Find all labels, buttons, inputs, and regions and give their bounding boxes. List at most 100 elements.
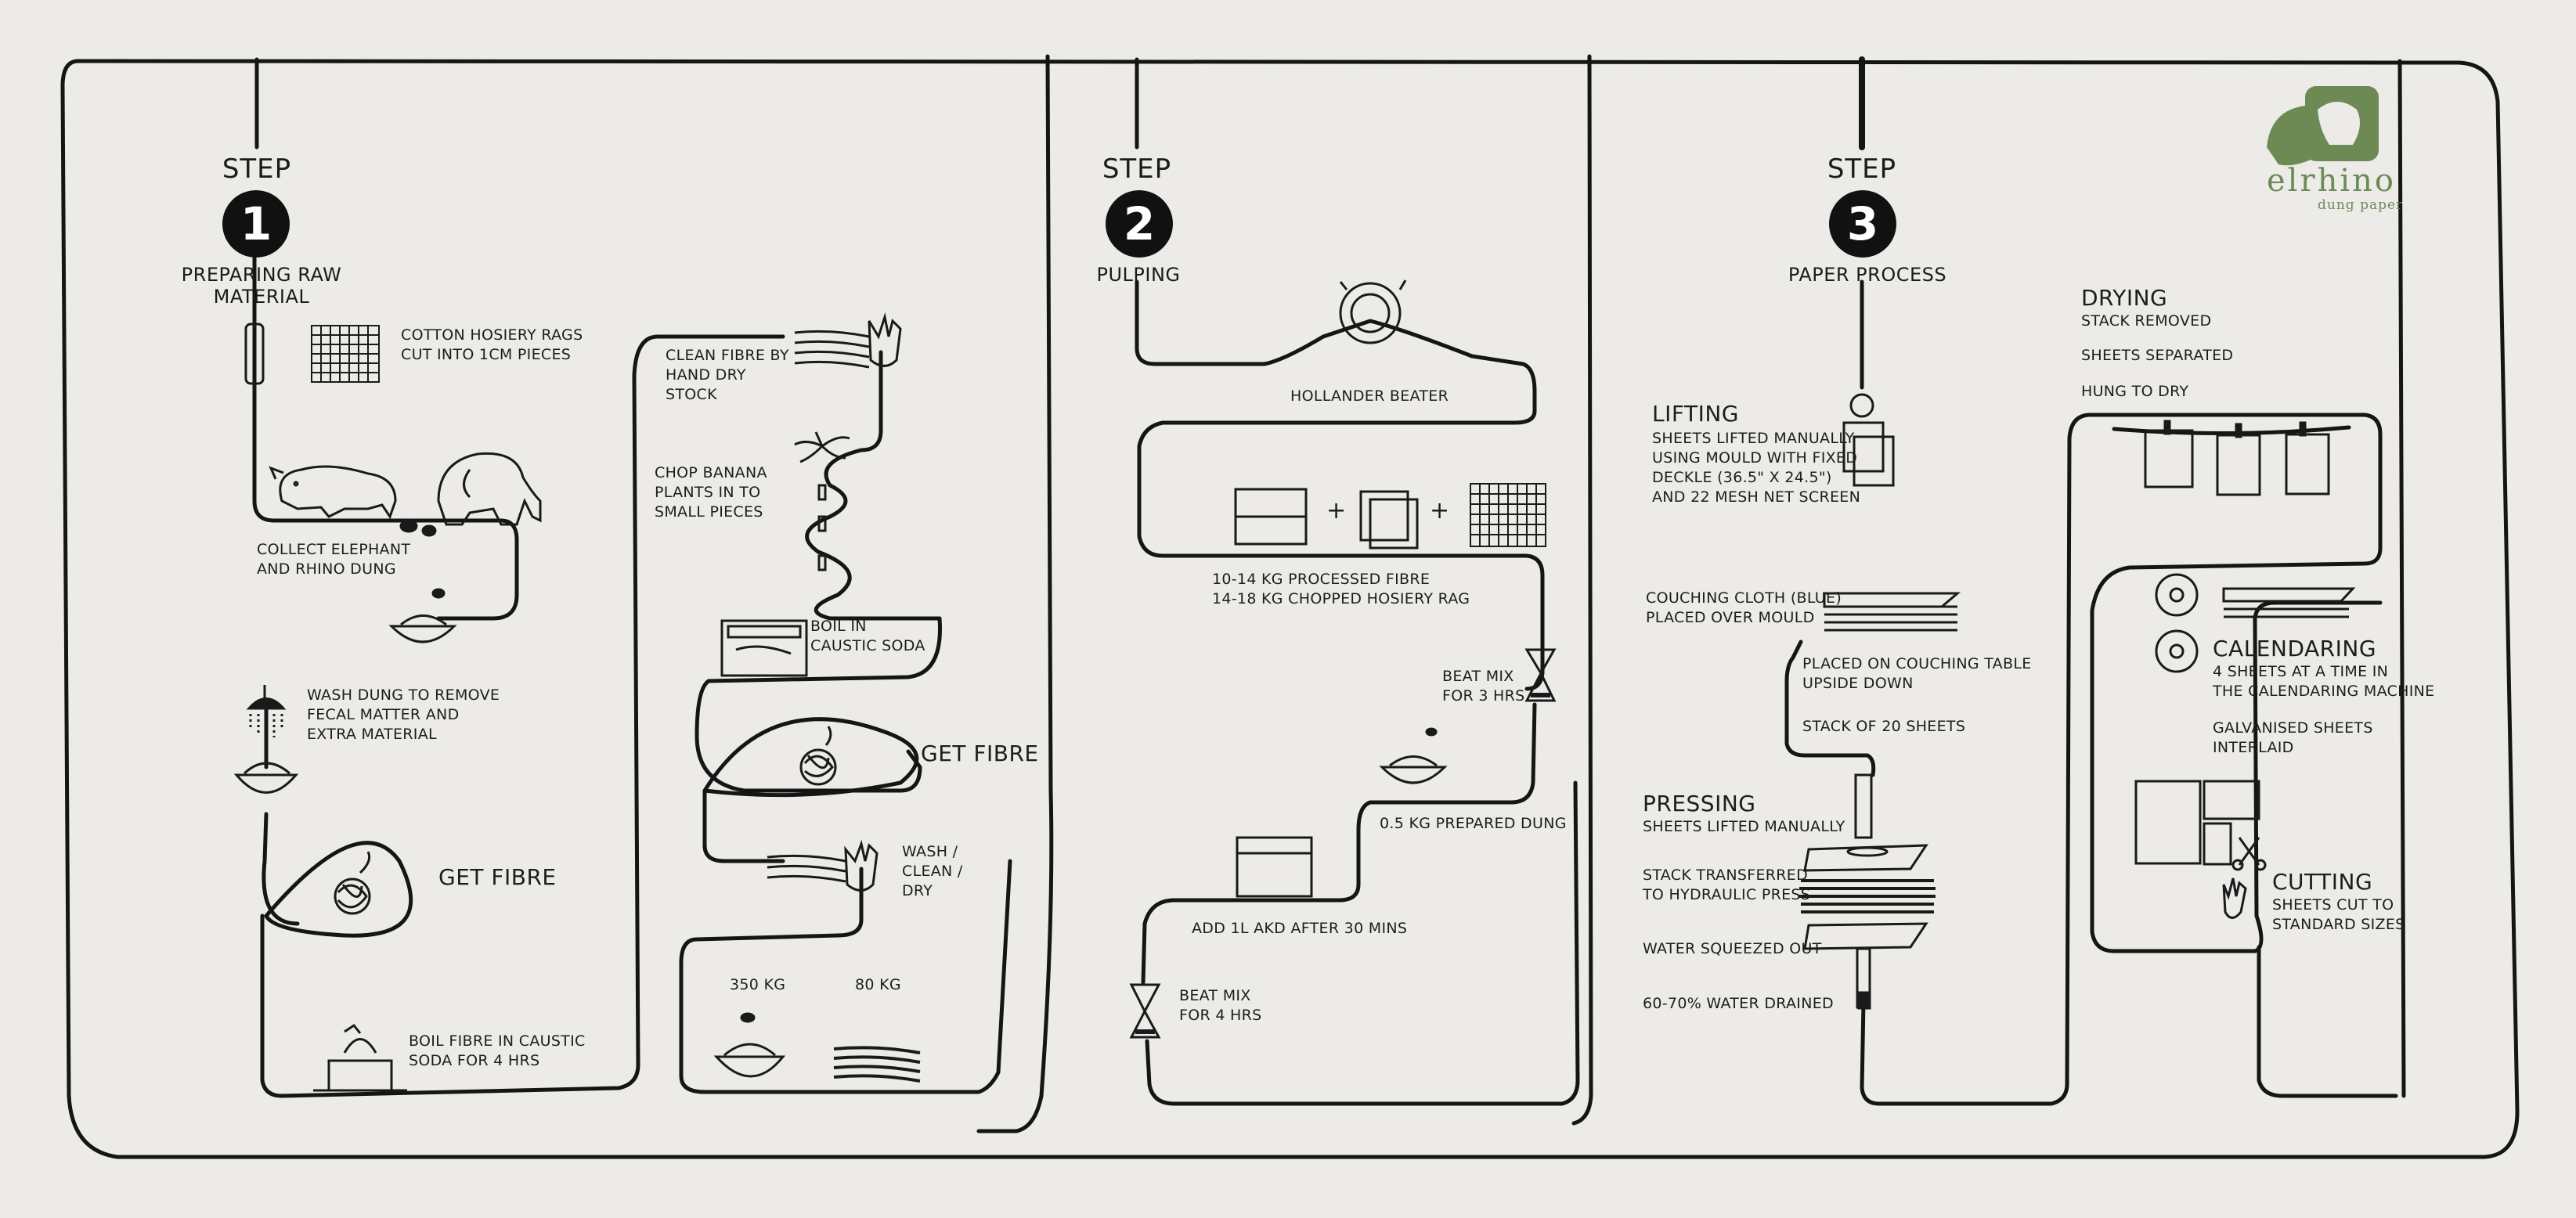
hourglass-icon xyxy=(1129,983,1161,1039)
brand-logo-icon xyxy=(2267,86,2379,166)
bowl-icon xyxy=(713,1012,786,1078)
step3-flow-c xyxy=(1860,413,2383,1106)
label-prepared-dung: 0.5 KG PREPARED DUNG xyxy=(1380,815,1567,832)
brand-tagline: dung paper xyxy=(2318,197,2404,213)
label-beat-3hrs: BEAT MIX FOR 3 HRS xyxy=(1442,668,1525,704)
label-cutting-title: CUTTING xyxy=(2272,869,2373,895)
label-lifting: SHEETS LIFTED MANUALLY USING MOULD WITH … xyxy=(1652,430,1861,506)
hand-fibre-icon xyxy=(767,839,879,892)
label-wash-dung: WASH DUNG TO REMOVE FECAL MATTER AND EXT… xyxy=(307,686,500,743)
step1-flow-e xyxy=(695,350,942,793)
akd-box-icon xyxy=(1236,836,1313,898)
divider-1 xyxy=(976,54,1054,1133)
step1-loop-2 xyxy=(702,717,919,798)
label-hollander-beater: HOLLANDER BEATER xyxy=(1290,387,1449,405)
label-cutting: SHEETS CUT TO STANDARD SIZES xyxy=(2272,896,2405,933)
step3-number-badge: 3 xyxy=(1829,190,1896,258)
divider-3 xyxy=(2397,59,2406,1098)
rhino-icon xyxy=(269,465,397,520)
label-couching: COUCHING CLOTH (BLUE) PLACED OVER MOULD xyxy=(1646,589,1842,626)
label-stack-20: STACK OF 20 SHEETS xyxy=(1802,718,1966,735)
step2-flow-a xyxy=(1135,279,1545,691)
step3-flow-d xyxy=(2257,945,2398,1098)
step1-flow-c xyxy=(262,812,300,926)
fibre-ball-icon xyxy=(799,726,837,786)
fibre-stack-icon xyxy=(833,1046,921,1083)
fibre-ball-icon xyxy=(334,851,371,915)
label-wash-clean-dry: WASH / CLEAN / DRY xyxy=(902,843,963,899)
label-lifting-title: LIFTING xyxy=(1652,401,1739,427)
illustrations xyxy=(233,279,2356,1092)
couching-cloth-icon xyxy=(1823,592,1961,632)
label-hung: HUNG TO DRY xyxy=(2081,383,2189,400)
label-galvanised: GALVANISED SHEETS INTERLAID xyxy=(2213,719,2373,756)
mould-icon xyxy=(1842,393,1895,487)
hollander-beater-icon xyxy=(1339,279,1407,344)
hourglass-icon xyxy=(1524,648,1557,702)
step2-number-badge: 2 xyxy=(1106,190,1173,258)
label-clean-fibre: CLEAN FIBRE BY HAND DRY STOCK xyxy=(666,347,789,403)
label-calendaring: 4 SHEETS AT A TIME IN THE CALENDARING MA… xyxy=(2213,663,2435,700)
label-get-fibre: GET FIBRE xyxy=(438,864,557,890)
divider-2 xyxy=(1571,54,1593,1126)
bowl-icon xyxy=(388,614,457,643)
elephant-icon xyxy=(437,452,542,526)
boiling-pot-icon xyxy=(313,1023,407,1092)
label-processed-fibre: 10-14 KG PROCESSED FIBRE 14-18 KG CHOPPE… xyxy=(1212,571,1470,607)
label-calendaring-title: CALENDARING xyxy=(2213,636,2377,661)
plus-sign: + xyxy=(1430,497,1450,524)
plus-sign: + xyxy=(1326,497,1347,524)
hand-fibre-icon xyxy=(794,312,902,369)
label-drying-title: DRYING xyxy=(2081,285,2168,311)
dung-balls-icon xyxy=(399,519,446,599)
shower-icon xyxy=(246,685,287,737)
label-separated: SHEETS SEPARATED xyxy=(2081,347,2234,364)
step1-title: PREPARING RAW MATERIAL xyxy=(181,264,342,308)
rag-grid-icon xyxy=(1470,483,1546,547)
step1-flow-f xyxy=(702,788,785,863)
step1-flow-g xyxy=(679,859,1012,1094)
calendaring-rollers-icon xyxy=(2155,573,2356,673)
label-pressing-title: PRESSING xyxy=(1643,791,1756,816)
label-drained: 60-70% WATER DRAINED xyxy=(1643,995,1834,1012)
label-get-fibre-2: GET FIBRE xyxy=(921,741,1039,766)
cutting-icon xyxy=(2134,780,2267,919)
label-boil-fibre: BOIL FIBRE IN CAUSTIC SODA FOR 4 HRS xyxy=(409,1032,586,1069)
step1-number-badge: 1 xyxy=(222,190,290,258)
hydraulic-press-icon xyxy=(1799,773,1936,1010)
brand-name: elrhino xyxy=(2267,163,2396,199)
step1-loop xyxy=(264,841,413,938)
label-add-akd: ADD 1L AKD AFTER 30 MINS xyxy=(1192,920,1408,937)
label-collect-dung: COLLECT ELEPHANT AND RHINO DUNG xyxy=(257,541,411,578)
step1-flow-d xyxy=(260,334,785,1098)
step2-label: STEP xyxy=(1102,153,1172,185)
label-boil-soda: BOIL IN CAUSTIC SODA xyxy=(810,618,925,654)
rag-sheets-icon xyxy=(1359,490,1419,550)
outer-frame xyxy=(60,59,2520,1159)
label-rags: COTTON HOSIERY RAGS CUT INTO 1CM PIECES xyxy=(401,326,583,363)
label-pressing: SHEETS LIFTED MANUALLY xyxy=(1643,818,1845,835)
banana-plant-icon xyxy=(794,431,850,571)
rag-roll-icon xyxy=(244,319,265,390)
step2-title: PULPING xyxy=(1096,264,1181,286)
step2-flow-c xyxy=(1145,780,1580,1106)
step3-flow-b xyxy=(1784,640,1876,777)
label-beat-4hrs: BEAT MIX FOR 4 HRS xyxy=(1179,987,1262,1024)
label-stack-removed: STACK REMOVED xyxy=(2081,312,2212,330)
label-chop-banana: CHOP BANANA PLANTS IN TO SMALL PIECES xyxy=(655,464,767,521)
step1-label: STEP xyxy=(222,153,292,185)
bowl-icon xyxy=(233,762,299,794)
hanging-sheets-icon xyxy=(2144,420,2330,496)
step3-title: PAPER PROCESS xyxy=(1788,264,1947,286)
fibre-box-icon xyxy=(1234,488,1308,546)
label-transfer: STACK TRANSFERRED TO HYDRAULIC PRESS xyxy=(1643,867,1811,903)
step3-label: STEP xyxy=(1827,153,1897,185)
step2-flow-b xyxy=(1141,702,1537,985)
label-qty-350: 350 KG xyxy=(730,976,786,993)
label-placed-table: PLACED ON COUCHING TABLE UPSIDE DOWN xyxy=(1802,655,2032,692)
label-squeeze: WATER SQUEEZED OUT xyxy=(1643,940,1822,957)
rag-grid-icon xyxy=(311,325,380,383)
bowl-icon xyxy=(1379,727,1448,784)
label-qty-80: 80 KG xyxy=(855,976,901,993)
